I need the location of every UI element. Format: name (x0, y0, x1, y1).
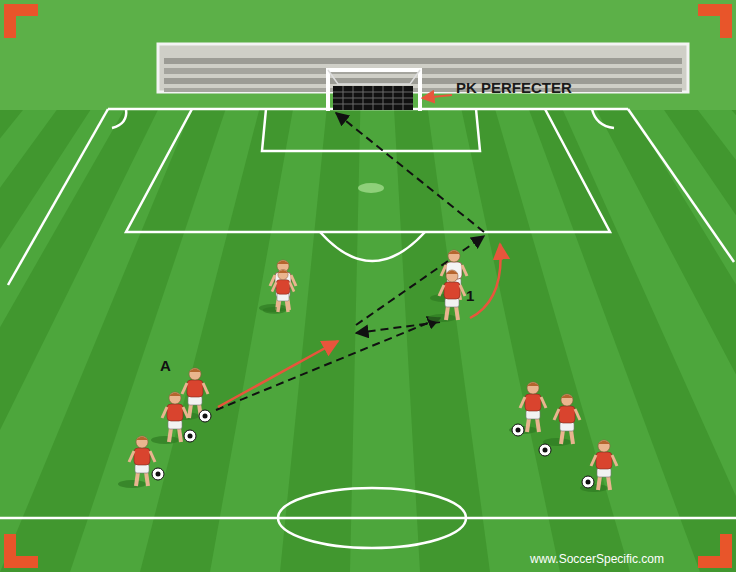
soccer-ball (184, 430, 196, 442)
penalty-spot (358, 183, 384, 193)
stands (158, 44, 688, 92)
leader-arrow (422, 95, 452, 98)
player-number: 1 (466, 288, 474, 305)
grass-stripe (394, 110, 490, 572)
player-figure (543, 394, 580, 446)
player-figure (151, 392, 188, 444)
group-letter: A (160, 358, 171, 375)
callout-label: PK PERFECTER (456, 80, 572, 97)
goal (328, 70, 420, 111)
soccer-ball (152, 468, 164, 480)
grass-far (0, 0, 736, 110)
players (118, 250, 617, 492)
watermark: www.SoccerSpecific.com (530, 553, 664, 566)
player-figure (580, 440, 617, 492)
soccer-ball (512, 424, 524, 436)
grass-stripe (462, 110, 630, 572)
grass-stripes (0, 110, 736, 572)
run-lines (218, 244, 501, 407)
grass-stripe (732, 110, 736, 572)
grass-stripe (664, 110, 736, 572)
field-lines (0, 109, 736, 548)
player-figure (430, 250, 467, 302)
soccer-ball (199, 410, 211, 422)
pass-lines (216, 113, 484, 410)
player-figure (118, 436, 155, 488)
player-figure (263, 270, 294, 314)
soccer-ball (582, 476, 594, 488)
corner-brackets (4, 4, 732, 568)
grass-stripe (140, 110, 293, 572)
player-figure (259, 260, 296, 312)
grass-stripe (529, 110, 736, 572)
soccer-ball (539, 444, 551, 456)
player-figure (428, 270, 465, 322)
